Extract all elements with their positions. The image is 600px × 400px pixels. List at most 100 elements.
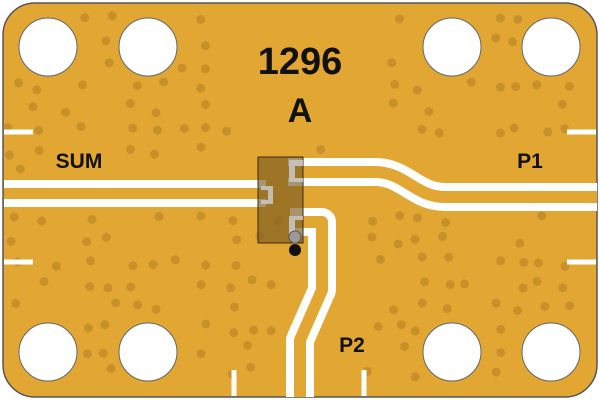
via (491, 298, 501, 308)
via (196, 211, 206, 221)
via (460, 279, 469, 289)
via (387, 58, 397, 68)
via (152, 125, 162, 135)
via (148, 260, 158, 269)
via (266, 326, 276, 336)
via (491, 33, 501, 43)
pin1-marker (288, 230, 302, 244)
via (496, 325, 506, 334)
via (104, 58, 114, 68)
via (515, 238, 525, 248)
via (196, 142, 206, 152)
via (266, 280, 276, 290)
via (438, 232, 447, 241)
via (229, 328, 239, 338)
via (28, 102, 38, 112)
via (126, 144, 135, 154)
via (200, 41, 210, 51)
mounting-hole (422, 322, 482, 382)
via (400, 342, 410, 352)
via (420, 277, 429, 287)
via (4, 150, 14, 160)
via (513, 14, 523, 24)
via (179, 124, 189, 134)
via (32, 85, 42, 95)
via (410, 372, 420, 382)
mounting-hole (18, 322, 78, 382)
via (445, 280, 455, 290)
via (565, 301, 575, 311)
mounting-hole (422, 17, 482, 77)
via (9, 212, 19, 222)
via (226, 283, 236, 293)
via (495, 13, 505, 23)
revision-label: A (288, 92, 313, 130)
via (417, 124, 427, 134)
via (34, 146, 44, 155)
via (83, 349, 92, 359)
via (201, 100, 210, 110)
via (159, 77, 169, 87)
via (177, 63, 187, 73)
via (496, 82, 505, 92)
via (496, 128, 505, 138)
via (496, 348, 506, 357)
via (246, 362, 256, 372)
via (390, 80, 400, 89)
via (376, 254, 385, 264)
via (368, 216, 378, 226)
p1-trace (288, 158, 597, 211)
via (230, 302, 240, 312)
mounting-hole (18, 17, 78, 77)
orientation-dot (289, 244, 301, 256)
via (78, 80, 87, 90)
via (151, 304, 161, 314)
via (151, 108, 161, 118)
via (232, 235, 242, 245)
port-label-sum: SUM (56, 150, 103, 173)
via (132, 81, 142, 91)
via (39, 277, 49, 286)
via (111, 298, 121, 308)
via (170, 255, 180, 265)
via (417, 252, 427, 262)
via (388, 98, 398, 108)
via (466, 77, 476, 87)
via (441, 217, 451, 227)
via (231, 261, 241, 270)
via (128, 261, 138, 271)
via (106, 364, 116, 373)
via (34, 125, 43, 135)
via (201, 260, 211, 270)
via (532, 276, 542, 286)
via (558, 283, 568, 293)
via (417, 298, 427, 308)
via (537, 211, 547, 221)
via (511, 82, 521, 92)
via (196, 83, 206, 93)
port-label-p2: P2 (339, 334, 365, 357)
via (543, 127, 553, 137)
via (98, 348, 108, 358)
via (434, 128, 444, 138)
mounting-hole (118, 17, 178, 77)
p2-trace (286, 208, 336, 397)
via (557, 99, 567, 109)
sum-trace (4, 180, 266, 207)
via (410, 326, 420, 336)
via (83, 323, 93, 333)
via (393, 239, 403, 249)
via (228, 216, 238, 226)
via (243, 340, 252, 350)
via (101, 233, 111, 242)
part-number: 1296 (258, 41, 343, 83)
via (394, 14, 404, 24)
via (564, 81, 574, 91)
via (513, 306, 523, 315)
via (410, 234, 420, 244)
via (201, 123, 210, 132)
via (367, 232, 377, 242)
port-label-p1: P1 (517, 150, 543, 173)
via (444, 252, 454, 262)
